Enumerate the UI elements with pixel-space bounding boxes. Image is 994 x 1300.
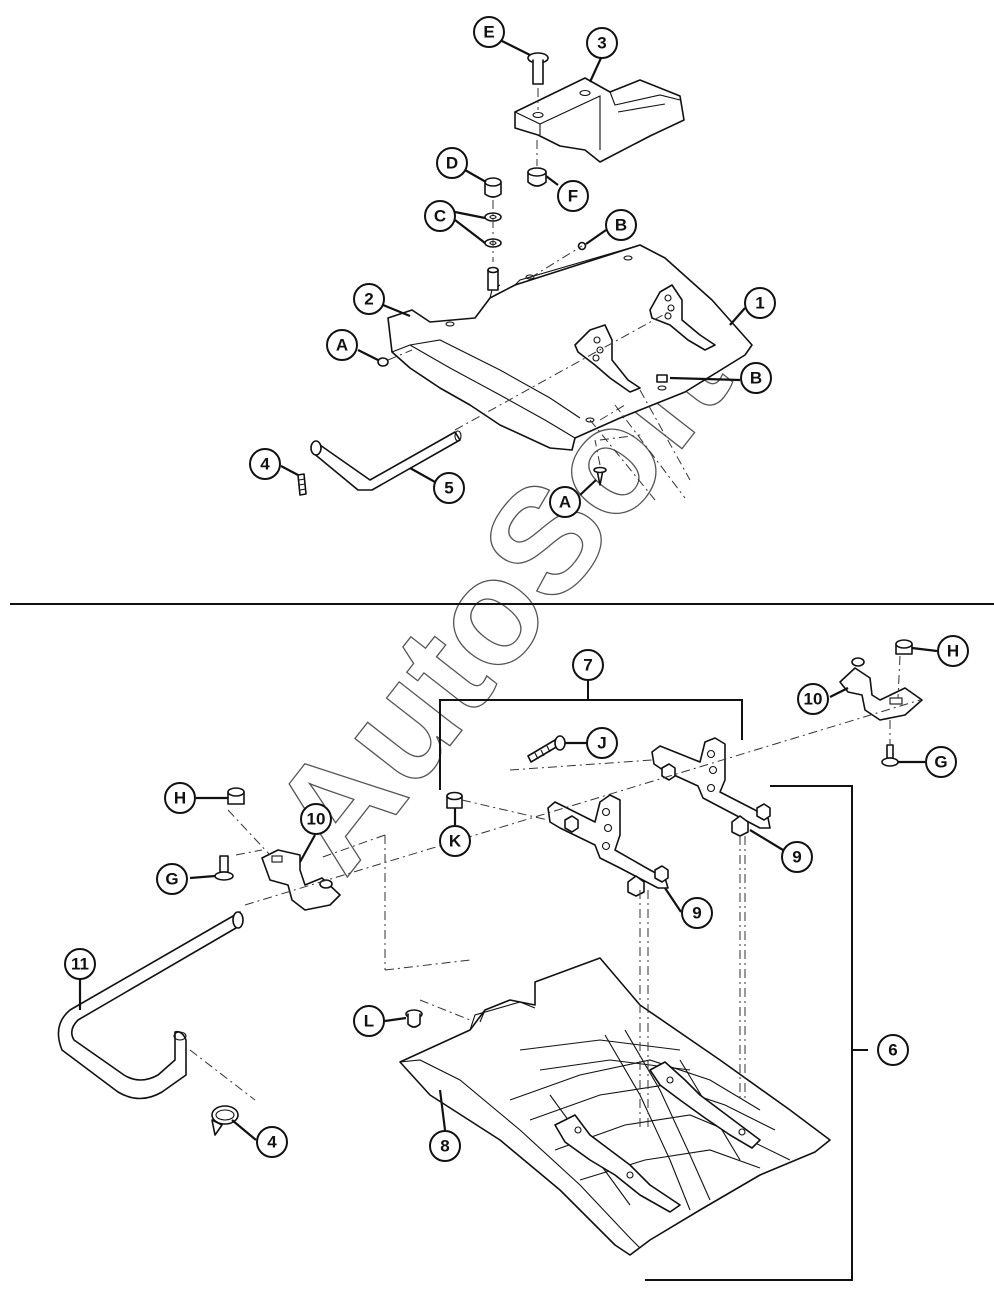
callout-e-top: E <box>473 16 505 48</box>
svg-text:B: B <box>750 369 762 388</box>
svg-text:H: H <box>947 642 959 661</box>
svg-text:3: 3 <box>597 34 606 53</box>
callout-4-bottom: 4 <box>256 1126 288 1158</box>
callout-7: 7 <box>572 649 604 681</box>
callout-9-right: 9 <box>781 841 813 873</box>
callout-j: J <box>586 727 618 759</box>
callout-g-left: G <box>156 863 188 895</box>
callout-a-left: A <box>326 329 358 361</box>
callout-2: 2 <box>353 283 385 315</box>
callout-6: 6 <box>877 1034 909 1066</box>
svg-text:7: 7 <box>583 656 592 675</box>
group-bracket-6 <box>645 785 868 1281</box>
part-l-bolt <box>405 999 471 1028</box>
svg-text:K: K <box>449 832 462 851</box>
svg-text:F: F <box>568 187 578 206</box>
svg-text:A: A <box>559 493 571 512</box>
svg-text:1: 1 <box>755 294 764 313</box>
callout-h-left: H <box>164 782 196 814</box>
svg-text:L: L <box>364 1012 374 1031</box>
part-b-nut-right <box>656 374 668 383</box>
callout-b-right: B <box>740 362 772 394</box>
svg-text:10: 10 <box>307 810 326 829</box>
svg-text:J: J <box>597 734 606 753</box>
svg-text:B: B <box>615 216 627 235</box>
part-9-bracket-right <box>651 737 771 837</box>
part-9-bracket-mid <box>547 794 669 897</box>
svg-text:A: A <box>336 336 348 355</box>
svg-text:E: E <box>483 23 494 42</box>
part-11-rod <box>57 911 244 1100</box>
part-e-bolt <box>527 52 549 110</box>
svg-text:8: 8 <box>440 1137 449 1156</box>
part-k-nut <box>446 791 463 809</box>
svg-text:6: 6 <box>888 1041 897 1060</box>
part-f-nut <box>527 140 547 187</box>
part-d-nut <box>484 177 502 198</box>
svg-text:9: 9 <box>692 904 701 923</box>
part-j-bolt <box>527 735 566 763</box>
callout-b-top: B <box>605 209 637 241</box>
part-4-pin-top <box>297 473 307 496</box>
group-bracket-7 <box>439 680 743 790</box>
part-1-skid-plate <box>387 244 753 451</box>
callout-8: 8 <box>429 1130 461 1162</box>
part-5-rod <box>310 430 462 491</box>
svg-text:9: 9 <box>792 848 801 867</box>
callout-11: 11 <box>64 948 96 980</box>
callout-d: D <box>436 147 468 179</box>
callout-k: K <box>439 825 471 857</box>
svg-text:11: 11 <box>71 955 89 974</box>
top-assembly <box>297 52 753 501</box>
part-a-screw-bottom <box>593 439 607 486</box>
svg-text:D: D <box>446 154 458 173</box>
part-3-bracket <box>514 77 685 163</box>
callout-4-top: 4 <box>249 448 281 480</box>
svg-text:4: 4 <box>260 455 270 474</box>
part-4-clip-bottom <box>211 1105 239 1136</box>
part-g-bolt-right <box>881 744 899 767</box>
part-10-clamp-right <box>839 657 923 721</box>
callout-a-bottom: A <box>549 486 581 518</box>
part-a-screw-left <box>377 349 413 367</box>
callout-c: C <box>424 200 456 232</box>
callout-5: 5 <box>433 472 465 504</box>
part-8-skid-plate <box>399 957 831 1256</box>
callout-h-right: H <box>937 635 969 667</box>
svg-text:G: G <box>165 870 178 889</box>
bottom-assembly <box>57 639 923 1281</box>
callout-9-mid: 9 <box>681 897 713 929</box>
part-h-nut-right <box>895 639 913 655</box>
callout-3: 3 <box>586 27 618 59</box>
svg-text:C: C <box>434 207 446 226</box>
svg-text:4: 4 <box>267 1133 277 1152</box>
part-c-washers <box>484 212 502 248</box>
part-h-nut-left <box>227 787 245 805</box>
leader-lines <box>78 39 938 1141</box>
svg-text:G: G <box>934 753 947 772</box>
svg-text:5: 5 <box>444 479 453 498</box>
callout-10-right: 10 <box>797 683 829 715</box>
svg-text:2: 2 <box>364 290 373 309</box>
svg-text:H: H <box>174 789 186 808</box>
callout-g-right: G <box>925 746 957 778</box>
callout-f: F <box>557 180 589 212</box>
callout-10-left: 10 <box>300 803 332 835</box>
svg-text:10: 10 <box>804 690 823 709</box>
part-g-bolt-left <box>214 855 234 881</box>
callout-l: L <box>353 1005 385 1037</box>
callout-1: 1 <box>744 287 776 319</box>
